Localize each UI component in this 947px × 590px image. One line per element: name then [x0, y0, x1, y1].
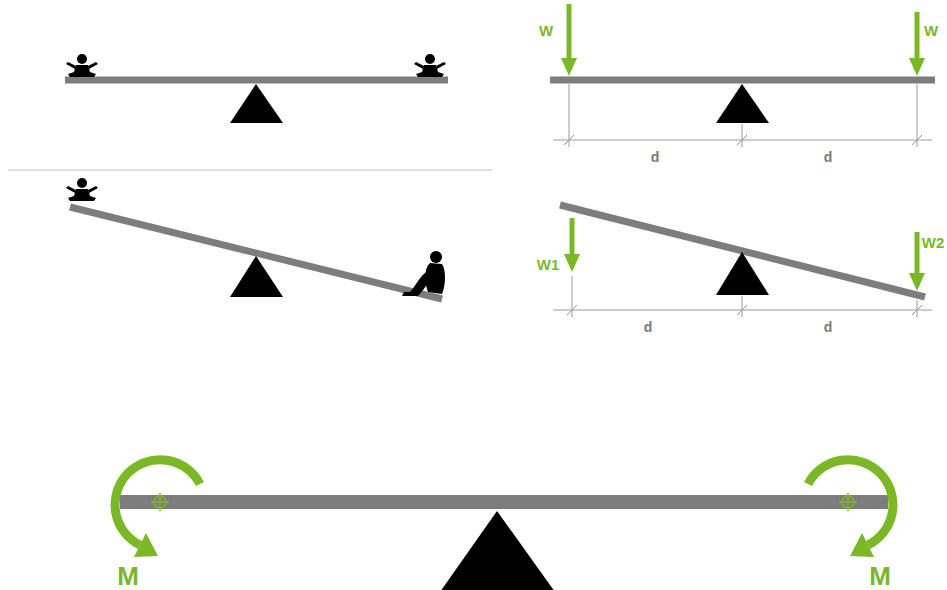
balanced-force-diagram [550, 4, 935, 147]
load-label: W2 [922, 235, 945, 250]
moment-label: M [869, 563, 891, 589]
moment-diagram [115, 460, 893, 590]
unbalanced-seesaw [66, 178, 445, 299]
dimension-label: d [651, 150, 660, 164]
load-label: W1 [537, 257, 560, 272]
balanced-seesaw [65, 54, 448, 123]
child-silhouette [66, 54, 446, 77]
unbalanced-force-diagram [553, 205, 932, 317]
load-label: W [539, 23, 553, 38]
dimension-label: d [644, 320, 653, 334]
dimension-label: d [824, 320, 833, 334]
load-label: W [924, 23, 938, 38]
dimension-label: d [824, 150, 833, 164]
moment-label: M [117, 563, 139, 589]
divider [8, 170, 492, 171]
